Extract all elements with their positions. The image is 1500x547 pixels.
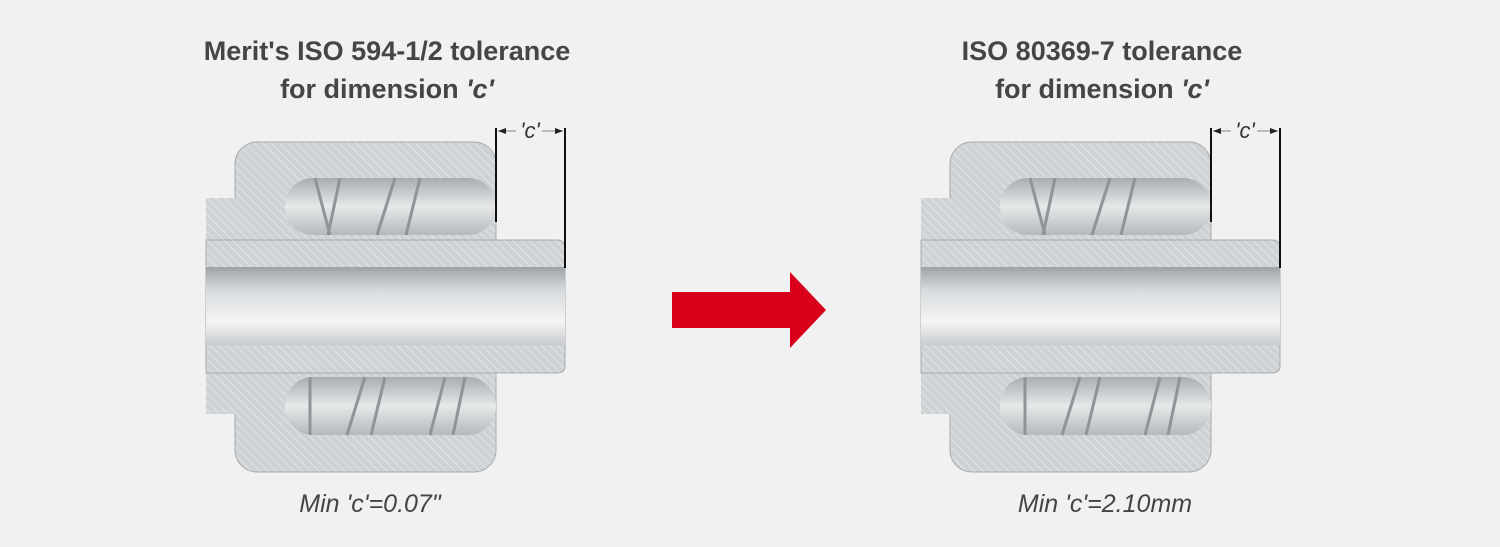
left-dim-label-bg <box>516 120 542 138</box>
left-dimension-label: 'c' <box>520 118 540 143</box>
left-title-line1: Merit's ISO 594-1/2 tolerance <box>203 36 571 66</box>
left-title: Merit's ISO 594-1/2 tolerance for dimens… <box>137 32 637 108</box>
right-title-line2-text: for dimension <box>995 74 1182 104</box>
right-title-dim: 'c' <box>1181 74 1209 104</box>
left-title-dim: 'c' <box>466 74 494 104</box>
right-title-line2: for dimension 'c' <box>852 70 1352 108</box>
right-dimension-label: 'c' <box>1235 118 1255 143</box>
left-fitting-cross-section <box>204 126 567 474</box>
right-title-line1: ISO 80369-7 tolerance <box>961 36 1243 66</box>
right-dim-label-bg <box>1231 120 1257 138</box>
left-title-line2-text: for dimension <box>280 74 467 104</box>
right-arrow-icon <box>672 272 826 348</box>
left-title-line2: for dimension 'c' <box>137 70 637 108</box>
right-title: ISO 80369-7 tolerance for dimension 'c' <box>852 32 1352 108</box>
right-caption: Min 'c'=2.10mm <box>1017 490 1193 518</box>
left-caption: Min 'c'=0.07" <box>299 490 441 518</box>
right-fitting-cross-section <box>919 126 1282 474</box>
